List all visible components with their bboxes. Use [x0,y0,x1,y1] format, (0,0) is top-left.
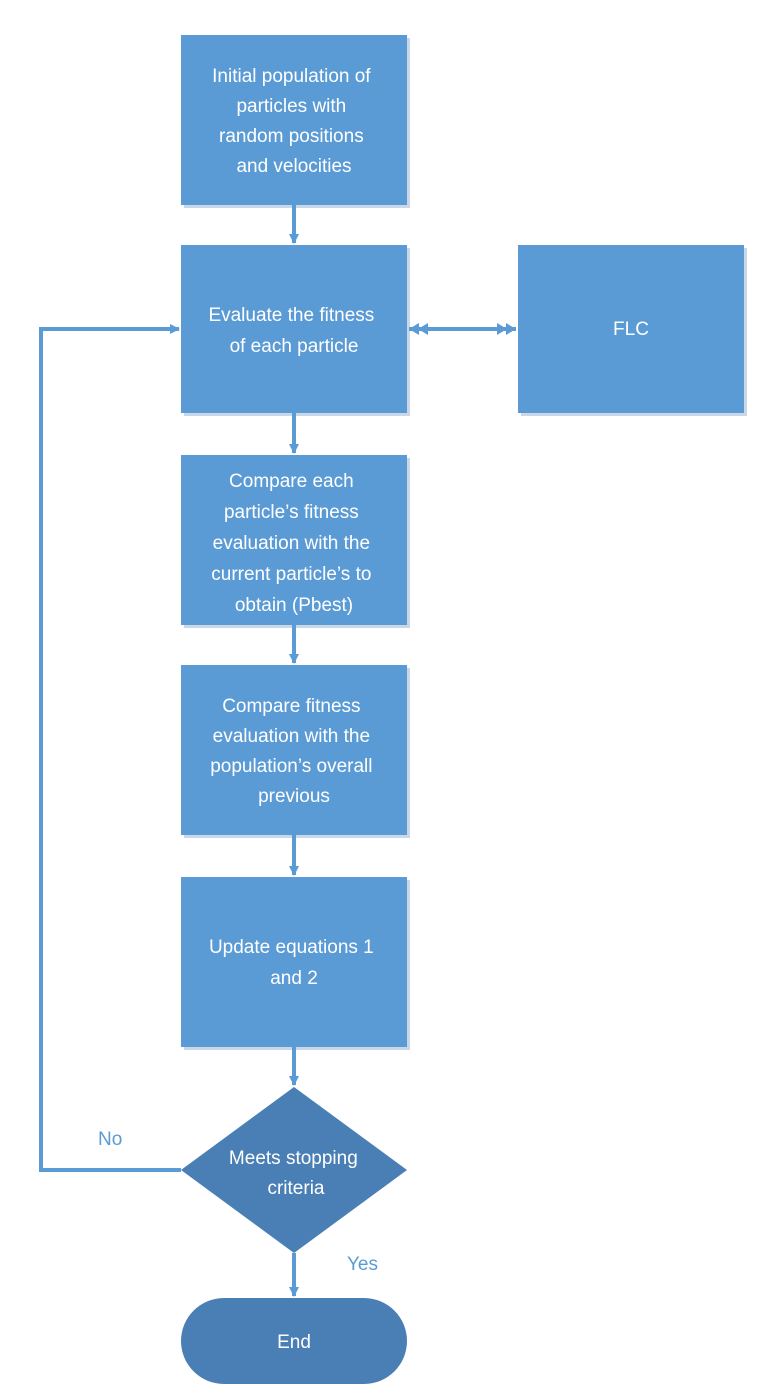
gbest-text: Compare fitness evaluation with the popu… [210,696,378,807]
no-label: No [98,1129,122,1150]
yes-label: Yes [347,1254,378,1275]
arrow-no-loop [39,324,181,1172]
connectors [39,205,516,1297]
end-text: End [277,1332,311,1353]
update-text: Update equations 1 and 2 [209,937,379,989]
decision-diamond [181,1087,407,1253]
evaluate-text: Evaluate the fitness of each particle [208,305,379,357]
pbest-box [181,455,407,625]
init-text: Initial population of particles with ran… [212,66,376,177]
gbest-box [181,665,407,835]
flc-box [518,245,744,413]
update-box [181,877,407,1047]
end-terminal [181,1298,407,1384]
pbest-text: Compare each particle’s fitness evaluati… [211,471,376,616]
evaluate-box [181,245,407,413]
decision-text: Meets stopping criteria [229,1148,363,1199]
flc-text: FLC [613,319,649,340]
init-box [181,35,407,205]
